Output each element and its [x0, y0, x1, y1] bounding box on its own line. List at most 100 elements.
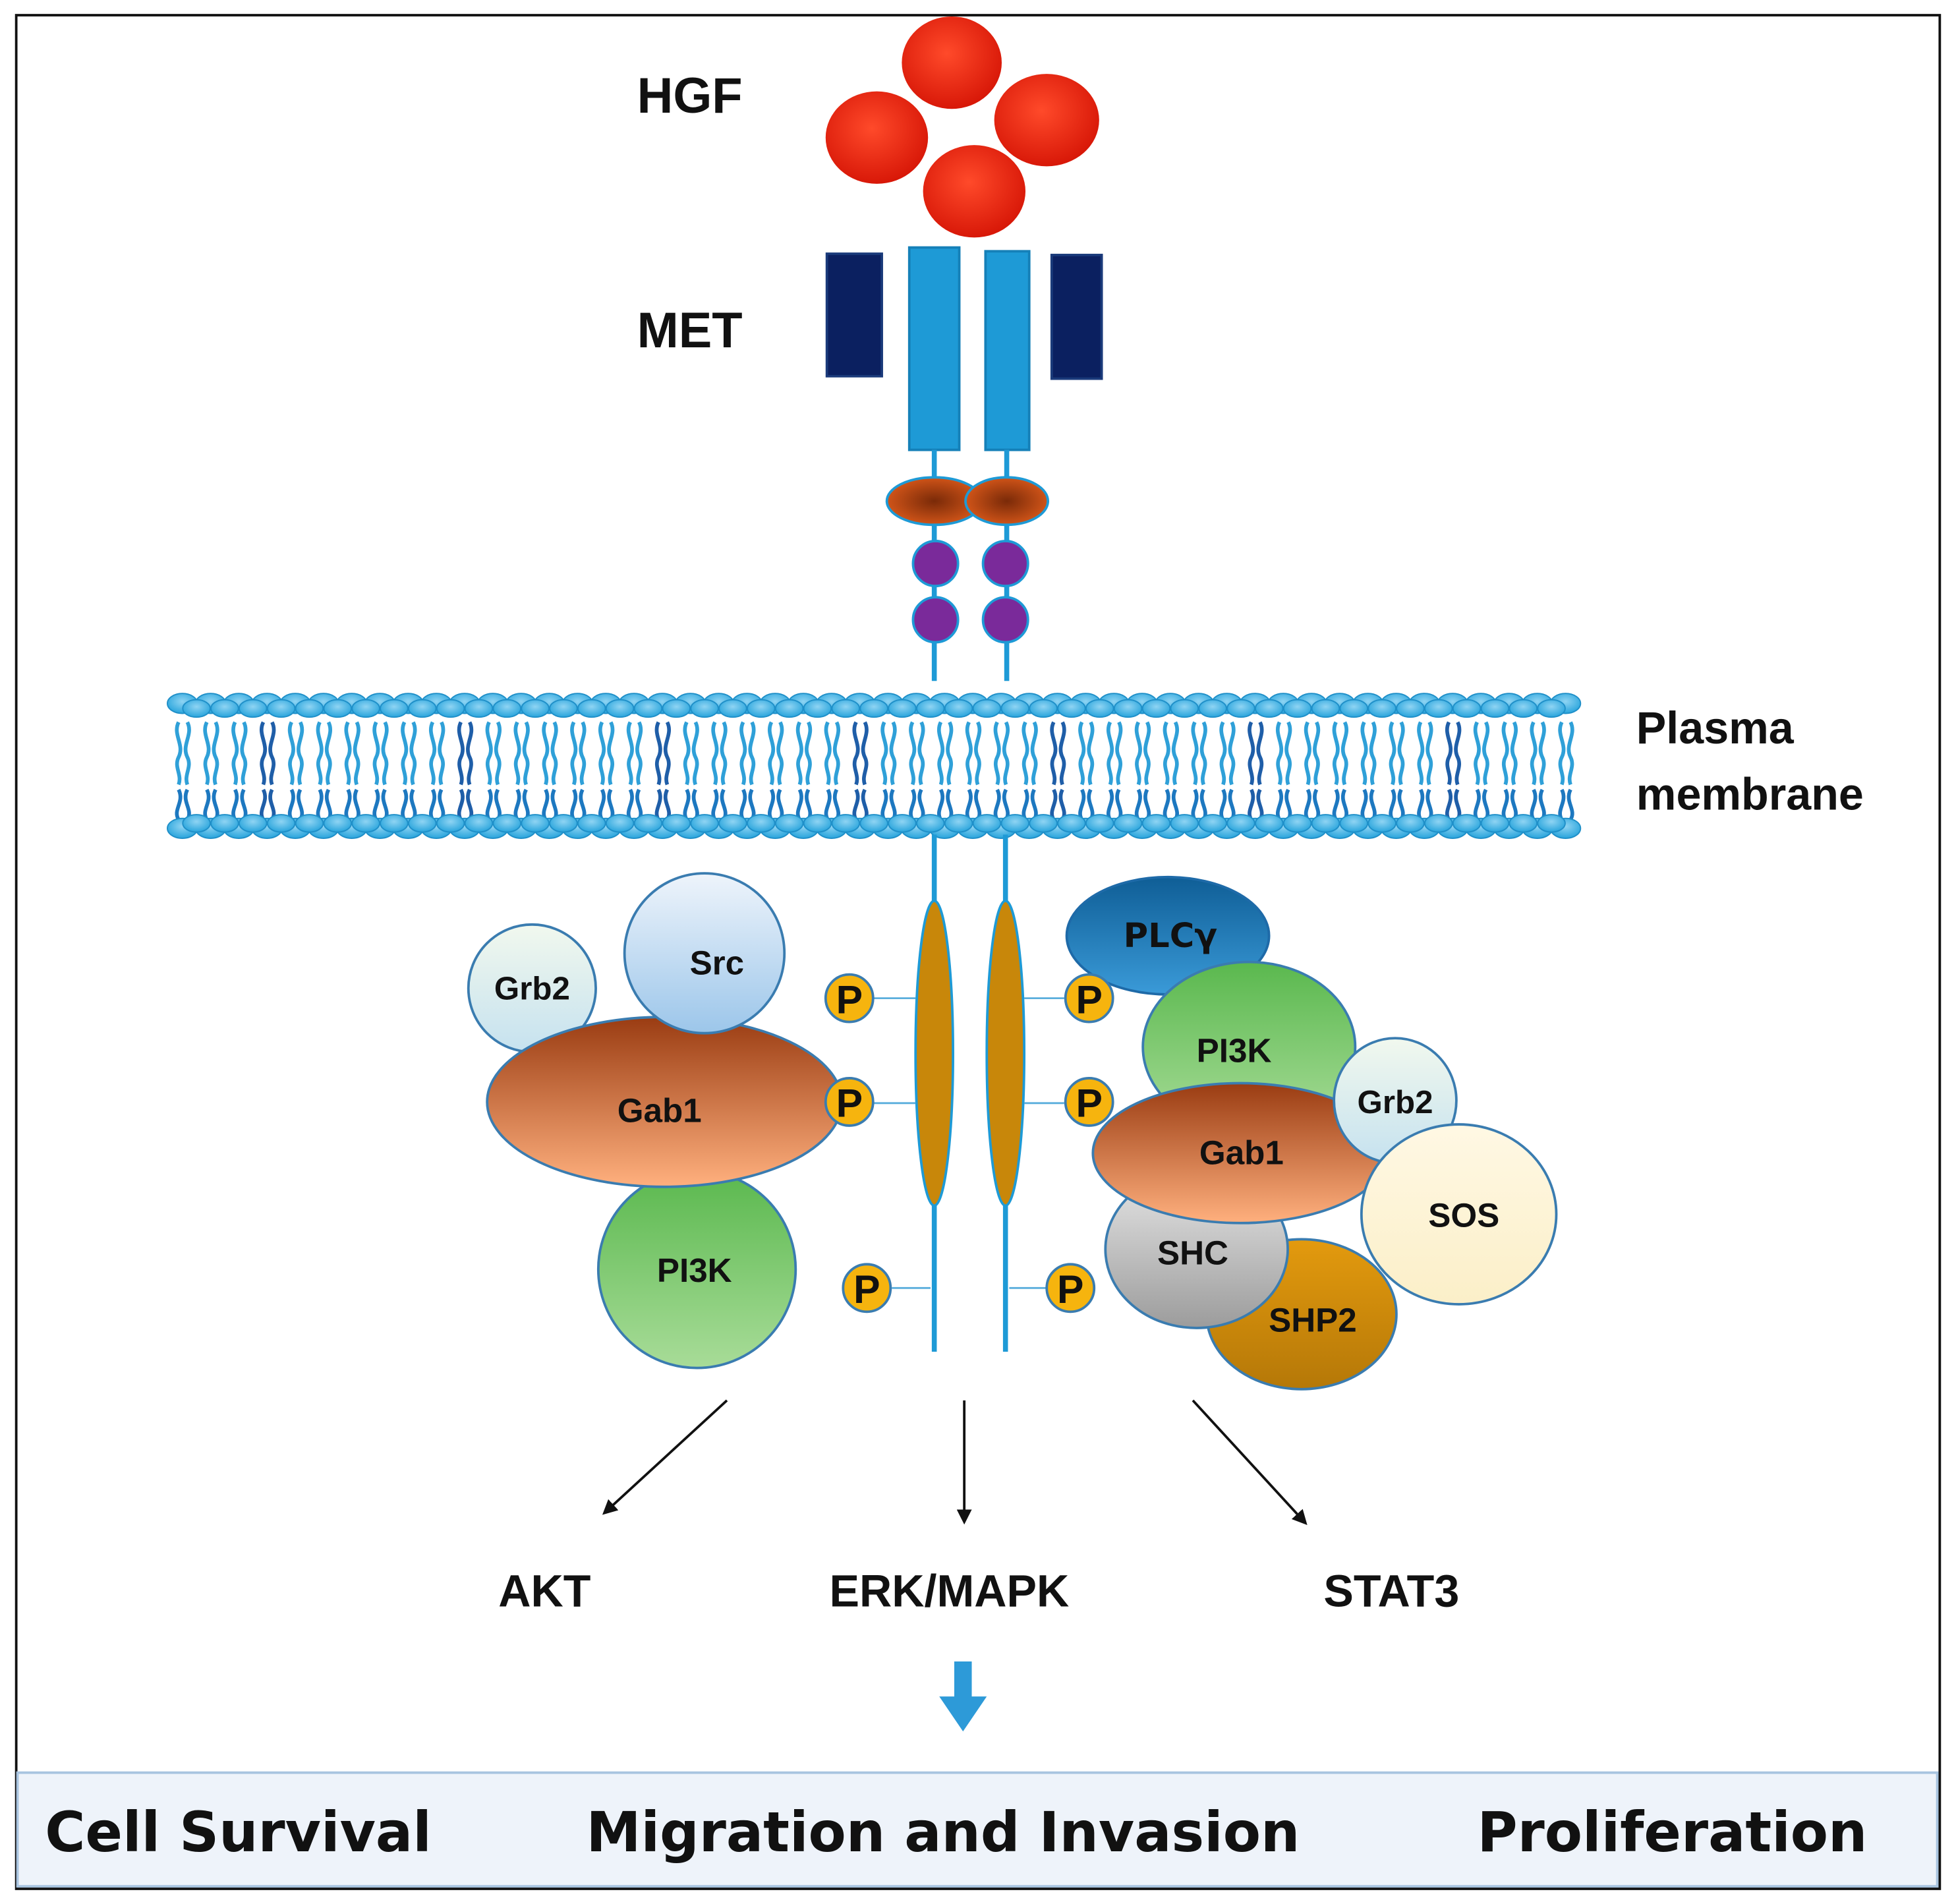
lipid-tail	[1171, 721, 1180, 786]
lipid-head	[1000, 814, 1030, 833]
lipid-head	[1367, 814, 1396, 833]
lipid-head	[1226, 814, 1255, 833]
lipid-tail	[1248, 721, 1255, 786]
figure-frame	[14, 14, 1942, 1890]
lipid-tail	[1482, 721, 1490, 786]
lipid-head	[380, 699, 409, 718]
met-ipt-domain	[981, 540, 1029, 588]
lipid-head	[831, 814, 861, 833]
lipid-tail	[372, 721, 380, 786]
lipid-tail	[1397, 721, 1405, 786]
lipid-head	[690, 814, 719, 833]
lipid-tail	[259, 721, 268, 786]
lipid-head	[1000, 699, 1030, 718]
lipid-tail	[542, 721, 550, 786]
phospho-badge: P	[842, 1263, 892, 1313]
gab1-right-label: Gab1	[1199, 1134, 1284, 1172]
lipid-head	[1480, 814, 1510, 833]
met-ipt-domain	[981, 596, 1029, 644]
lipid-tail	[1163, 721, 1170, 786]
lipid-head	[1198, 699, 1227, 718]
lipid-head	[464, 699, 494, 718]
met-label: MET	[637, 303, 743, 359]
lipid-head	[915, 814, 945, 833]
src-label: Src	[690, 944, 744, 982]
lipid-head	[1170, 699, 1199, 718]
lipid-head	[210, 814, 239, 833]
outcome-panel	[16, 1771, 1939, 1888]
lipid-head	[690, 699, 719, 718]
lipid-tail	[344, 721, 352, 786]
lipid-tail	[297, 721, 304, 786]
lipid-head	[323, 814, 353, 833]
lipid-head	[492, 699, 522, 718]
lipid-head	[577, 814, 606, 833]
lipid-tail	[1558, 721, 1566, 786]
pathway-erk-mapk: ERK/MAPK	[829, 1567, 1069, 1617]
lipid-head	[1057, 814, 1086, 833]
lipid-head	[1311, 699, 1340, 718]
lipid-tail	[494, 721, 502, 786]
lipid-tail	[1050, 721, 1058, 786]
lipid-head	[972, 814, 1002, 833]
lipid-head	[577, 699, 606, 718]
hgf-molecule	[923, 145, 1026, 238]
arrow-to-akt	[602, 1399, 728, 1515]
plcg-label: PLCγ	[1124, 917, 1218, 956]
svg-text:P: P	[836, 977, 863, 1022]
lipid-tail	[683, 721, 691, 786]
lipid-tail	[268, 721, 276, 786]
lipid-tail	[1417, 721, 1425, 786]
lipid-head	[605, 814, 635, 833]
lipid-head	[238, 814, 268, 833]
lipid-tail	[607, 721, 615, 786]
lipid-head	[1057, 699, 1086, 718]
lipid-head	[1282, 699, 1312, 718]
lipid-head	[1282, 814, 1312, 833]
met-juxtamembrane-right	[964, 476, 1050, 527]
lipid-tail	[1445, 721, 1453, 786]
phospho-badges: P P P P P P	[824, 973, 1114, 1313]
lipid-tail	[720, 721, 728, 786]
lipid-head	[1537, 814, 1566, 833]
met-receptor	[825, 246, 1103, 681]
lipid-head	[1113, 814, 1143, 833]
lipid-head	[859, 814, 888, 833]
hgf-ligand	[825, 16, 1099, 238]
hgf-molecule	[825, 91, 929, 184]
lipid-head	[182, 699, 211, 718]
shp2-label: SHP2	[1269, 1302, 1357, 1339]
lipid-tail	[1030, 721, 1038, 786]
lipid-head	[831, 699, 861, 718]
lipid-tail	[1454, 721, 1462, 786]
svg-text:P: P	[1057, 1267, 1083, 1312]
lipid-head	[436, 814, 465, 833]
lipid-tail	[776, 721, 784, 786]
lipid-tail	[1087, 721, 1095, 786]
lipid-tail	[1078, 721, 1086, 786]
lipid-tail	[805, 721, 813, 786]
lipid-head	[803, 699, 832, 718]
lipid-tail	[570, 721, 578, 786]
lipid-tail	[231, 721, 239, 786]
lipid-head	[1452, 699, 1481, 718]
lipid-head	[1452, 814, 1481, 833]
lipid-tail	[579, 721, 587, 786]
lipid-head	[295, 814, 324, 833]
lipid-tail	[353, 721, 360, 786]
phospho-sites	[871, 997, 1064, 1289]
lipid-head	[521, 814, 550, 833]
shc-label: SHC	[1157, 1234, 1228, 1271]
lipid-tail	[550, 721, 558, 786]
lipid-tail	[598, 721, 606, 786]
lipid-tail	[711, 721, 719, 786]
phospho-badge: P	[1064, 1077, 1114, 1127]
lipid-head	[888, 814, 917, 833]
lipid-tail	[324, 721, 333, 786]
lipid-tail	[1501, 721, 1509, 786]
lipid-head	[1113, 699, 1143, 718]
lipid-tail	[626, 721, 634, 786]
lipid-tail	[654, 721, 662, 786]
lipid-tail	[832, 721, 841, 786]
lipid-head	[1339, 814, 1369, 833]
